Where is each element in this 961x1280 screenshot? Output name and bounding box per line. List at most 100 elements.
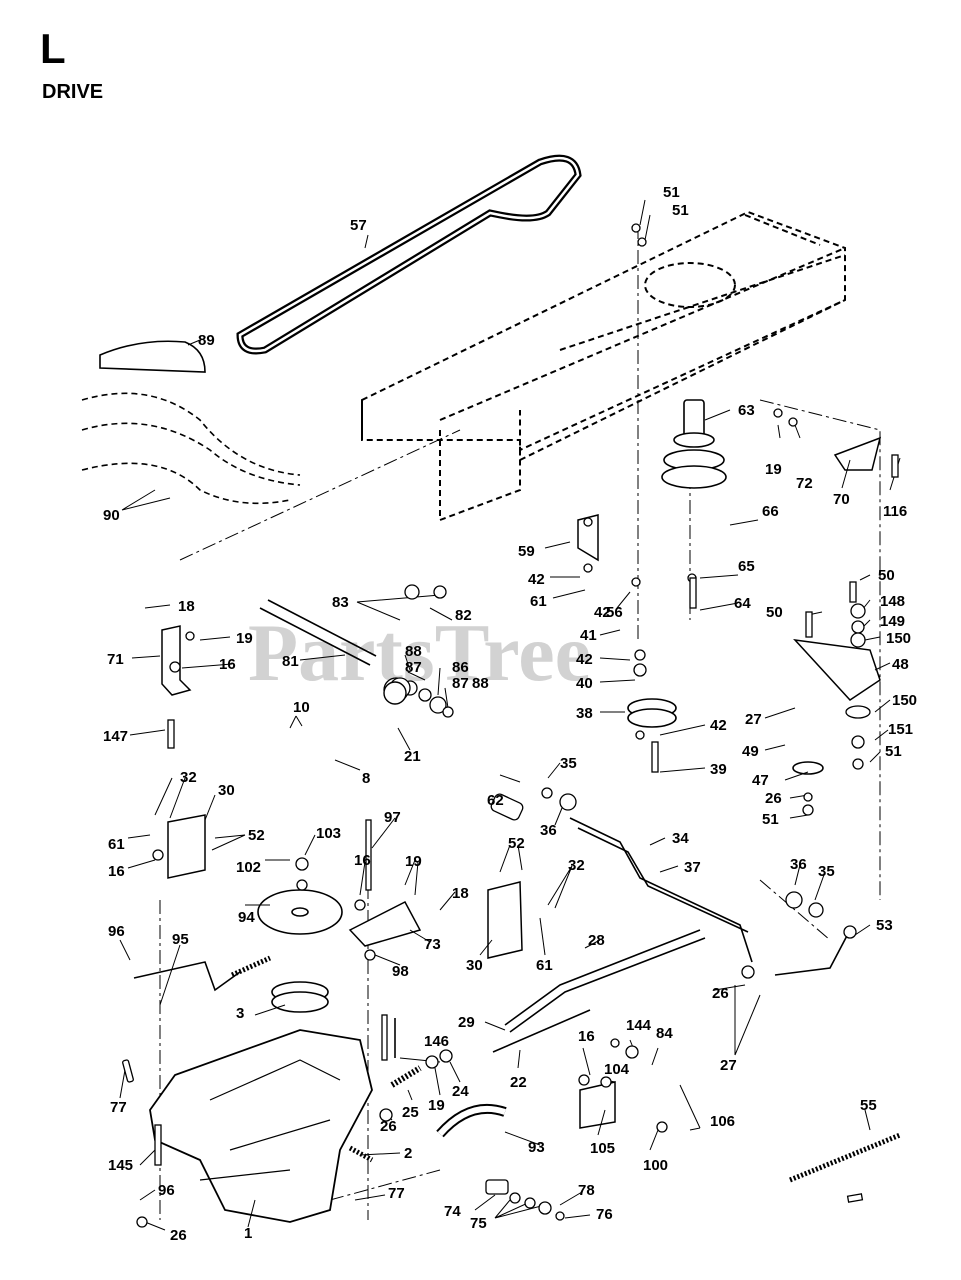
callout: 82	[455, 607, 472, 624]
callout: 10	[293, 699, 310, 716]
transaxle-detail	[199, 1059, 341, 1181]
callout: 51	[672, 202, 689, 219]
callout: 26	[170, 1227, 187, 1244]
cooling-fan	[257, 889, 343, 935]
watermark-text: PartsTree	[248, 607, 591, 698]
callout: 144	[626, 1017, 652, 1034]
callout: 71	[107, 651, 124, 668]
callout: 86	[452, 659, 469, 676]
callout: 38	[576, 705, 593, 722]
callout: 24	[452, 1083, 469, 1100]
callout: 49	[742, 743, 759, 760]
callout: 104	[604, 1061, 630, 1078]
callout: 36	[790, 856, 807, 873]
callout: 27	[745, 711, 762, 728]
callout: 30	[466, 957, 483, 974]
callout: 18	[178, 598, 195, 615]
callout: 150	[886, 630, 911, 647]
callout: 30	[218, 782, 235, 799]
callout: 106	[710, 1113, 735, 1130]
callout: 3	[236, 1005, 244, 1022]
callout: 145	[108, 1157, 133, 1174]
callout: 19	[428, 1097, 445, 1114]
callout-labels: 57 89 90 51 51 63 19 72 70 116 66 59 42 …	[103, 184, 917, 1244]
callout: 29	[458, 1014, 475, 1031]
leader-lines	[119, 199, 901, 1231]
callout: 26	[712, 985, 729, 1002]
callout: 48	[892, 656, 909, 673]
callout: 72	[796, 475, 813, 492]
chassis-frame	[361, 210, 846, 522]
callout: 93	[528, 1139, 545, 1156]
callout: 35	[818, 863, 835, 880]
callout: 19	[765, 461, 782, 478]
callout: 148	[880, 593, 905, 610]
callout: 84	[656, 1025, 673, 1042]
callout: 89	[198, 332, 215, 349]
callout: 16	[219, 656, 236, 673]
callout: 147	[103, 728, 128, 745]
callout: 150	[892, 692, 917, 709]
transaxle	[149, 1029, 373, 1223]
callout: 63	[738, 402, 755, 419]
callout: 51	[885, 743, 902, 760]
callout: 34	[672, 830, 689, 847]
springs	[230, 955, 901, 1183]
callout: 19	[405, 853, 422, 870]
callout: 87	[405, 659, 422, 676]
drive-belt-inner	[238, 156, 580, 353]
callout: 50	[766, 604, 783, 621]
callout: 149	[880, 613, 905, 630]
callout: 90	[103, 507, 120, 524]
callout: 146	[424, 1033, 449, 1050]
section-title: DRIVE	[42, 81, 104, 103]
callout: 40	[576, 675, 593, 692]
callout: 81	[282, 653, 299, 670]
body-outline	[81, 392, 301, 505]
callout: 42	[710, 717, 727, 734]
callout: 100	[643, 1157, 668, 1174]
brackets	[161, 436, 882, 1129]
callout: 61	[530, 593, 547, 610]
callout: 21	[404, 748, 421, 765]
linkage-rods	[133, 599, 851, 1058]
callout: 42	[594, 604, 611, 621]
callout: 16	[578, 1028, 595, 1045]
callout: 42	[576, 651, 593, 668]
callout: 62	[487, 792, 504, 809]
callout: 8	[362, 770, 370, 787]
pulley-set	[271, 399, 824, 1013]
callout: 52	[508, 835, 525, 852]
callout: 50	[878, 567, 895, 584]
callout: 19	[236, 630, 253, 647]
callout: 28	[588, 932, 605, 949]
callout: 116	[883, 503, 907, 520]
callout: 32	[568, 857, 585, 874]
callout: 65	[738, 558, 755, 575]
callout: 1	[244, 1225, 252, 1242]
callout: 56	[606, 604, 623, 621]
callout: 77	[110, 1099, 127, 1116]
callout: 78	[578, 1182, 595, 1199]
callout: 57	[350, 217, 367, 234]
callout: 105	[590, 1140, 615, 1157]
callout: 59	[518, 543, 535, 560]
callout: 39	[710, 761, 727, 778]
callout: 94	[238, 909, 255, 926]
callout: 98	[392, 963, 409, 980]
callout: 18	[452, 885, 469, 902]
callout: 16	[354, 852, 371, 869]
callout: 96	[108, 923, 125, 940]
callout: 22	[510, 1074, 527, 1091]
callout: 73	[424, 936, 441, 953]
callout: 47	[752, 772, 769, 789]
callout: 83	[332, 594, 349, 611]
callout: 27	[720, 1057, 737, 1074]
callout: 96	[158, 1182, 175, 1199]
callout: 61	[536, 957, 553, 974]
callout: 103	[316, 825, 341, 842]
seat-pan	[99, 340, 206, 373]
section-letter: L	[40, 25, 66, 72]
callout: 66	[762, 503, 779, 520]
callout: 36	[540, 822, 557, 839]
